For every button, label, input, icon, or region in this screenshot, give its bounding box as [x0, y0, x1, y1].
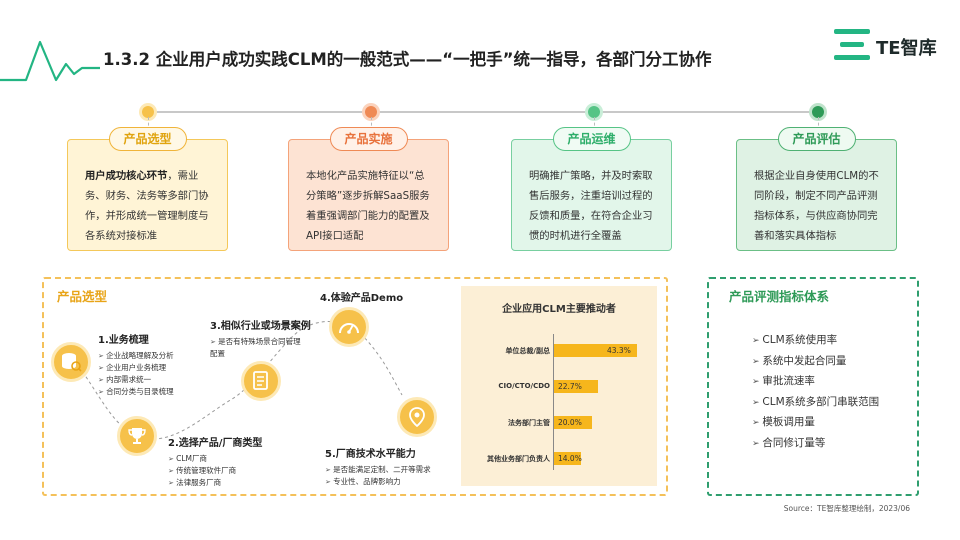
source-note: Source：TE智库整理绘制，2023/06 — [783, 504, 910, 513]
timeline-dot-4 — [812, 106, 824, 118]
selection-step-1: 1.业务梳理 企业战略理解及分析 企业用户业务梳理 内部需求统一 合同分类与目录… — [98, 331, 174, 398]
chart-bar — [554, 452, 581, 465]
step-item: CLM厂商 — [168, 453, 262, 465]
stage-card-implementation: 产品实施 本地化产品实施特征以“总分策略”逐步拆解SaaS服务着重强调部门能力的… — [288, 127, 449, 251]
selection-step-5: 5.厂商技术水平能力 是否能满足定制、二开等需求 专业性、品牌影响力 — [325, 445, 431, 488]
stage-card-operation: 产品运维 明确推广策略，并及时索取售后服务，注重培训过程的反馈和质量，在符合企业… — [511, 127, 672, 251]
speedometer-icon — [329, 307, 369, 347]
evaluation-item: CLM系统多部门串联范围 — [752, 393, 879, 414]
chart-value-label: 43.3% — [607, 346, 631, 355]
timeline-dot-2 — [365, 106, 377, 118]
evaluation-item: 审批流速率 — [752, 372, 879, 393]
stage-card-selection: 产品选型 用户成功核心环节，需业务、财务、法务等多部门协作，并形成统一管理制度与… — [67, 127, 228, 251]
timeline-dot-3 — [588, 106, 600, 118]
stage-highlight: 用户成功核心环节 — [85, 170, 168, 182]
step-item: 企业用户业务梳理 — [98, 362, 174, 374]
brand-logo: TE智库 — [834, 28, 944, 62]
selection-panel-title: 产品选型 — [57, 289, 108, 304]
chart-axis — [553, 334, 554, 470]
page-title: 1.3.2 企业用户成功实践CLM的一般范式——“一把手”统一指导，各部门分工协… — [103, 50, 712, 69]
evaluation-item: 模板调用量 — [752, 413, 879, 434]
stage-description: ，需业务、财务、法务等多部门协作，并形成统一管理制度与各系统对接标准 — [85, 170, 209, 242]
chart-value-label: 22.7% — [558, 382, 582, 391]
stage-description: 明确推广策略，并及时索取售后服务，注重培训过程的反馈和质量，在符合企业习惯的时机… — [529, 170, 653, 242]
chart-value-label: 14.0% — [558, 454, 582, 463]
database-icon — [51, 342, 91, 382]
step-title: 3.相似行业或场景案例 — [210, 321, 311, 332]
evaluation-item: CLM系统使用率 — [752, 331, 879, 352]
stage-tag: 产品选型 — [108, 127, 187, 151]
evaluation-item: 合同修订量等 — [752, 434, 879, 455]
selection-step-3: 3.相似行业或场景案例 是否有特殊场景合同管理配置 — [210, 317, 311, 359]
step-item: 传统管理软件厂商 — [168, 465, 262, 477]
location-pin-icon — [397, 397, 437, 437]
step-item: 内部需求统一 — [98, 374, 174, 386]
chart-title: 企业应用CLM主要推动者 — [502, 304, 616, 315]
evaluation-panel — [707, 277, 919, 496]
stage-card-evaluation: 产品评估 根据企业自身使用CLM的不同阶段，制定不同产品评测指标体系，与供应商协… — [736, 127, 897, 251]
trophy-icon — [117, 416, 157, 456]
chart-category-label: 其他业务部门负责人 — [487, 455, 550, 463]
step-item: 专业性、品牌影响力 — [325, 476, 431, 488]
selection-panel — [42, 277, 668, 496]
step-title: 4.体验产品Demo — [320, 293, 404, 304]
stage-tag: 产品运维 — [552, 127, 631, 151]
stage-description: 本地化产品实施特征以“总分策略”逐步拆解SaaS服务着重强调部门能力的配置及AP… — [306, 170, 430, 242]
step-item: 企业战略理解及分析 — [98, 350, 174, 362]
chart-category-label: 单位总裁/副总 — [505, 347, 550, 355]
timeline-dot-1 — [142, 106, 154, 118]
document-icon — [241, 361, 281, 401]
step-item: 是否能满足定制、二开等需求 — [325, 464, 431, 476]
process-timeline — [147, 111, 819, 113]
drivers-chart: 企业应用CLM主要推动者 单位总裁/副总 43.3% CIO/CTO/CDO 22.7… — [461, 286, 657, 486]
step-item: 是否有特殊场景合同管理配置 — [210, 336, 302, 359]
chart-category-label: 法务部门主管 — [508, 419, 550, 427]
pulse-line-icon — [0, 40, 100, 82]
logo-text: TE智库 — [876, 38, 937, 59]
selection-step-4: 4.体验产品Demo — [320, 289, 403, 304]
stage-tag: 产品评估 — [777, 127, 856, 151]
chart-bar — [554, 416, 592, 429]
step-title: 2.选择产品/厂商类型 — [168, 438, 263, 449]
step-title: 1.业务梳理 — [98, 335, 149, 346]
chart-value-label: 20.0% — [558, 418, 582, 427]
evaluation-list: CLM系统使用率 系统中发起合同量 审批流速率 CLM系统多部门串联范围 模板调… — [752, 331, 879, 454]
logo-mark-icon — [834, 28, 870, 62]
stage-description: 根据企业自身使用CLM的不同阶段，制定不同产品评测指标体系，与供应商协同完善和落… — [754, 170, 879, 242]
selection-step-2: 2.选择产品/厂商类型 CLM厂商 传统管理软件厂商 法律服务厂商 — [168, 434, 262, 489]
evaluation-panel-title: 产品评测指标体系 — [729, 289, 830, 304]
chart-bar — [554, 344, 637, 357]
stage-tag: 产品实施 — [329, 127, 408, 151]
chart-category-label: CIO/CTO/CDO — [498, 382, 550, 390]
step-title: 5.厂商技术水平能力 — [325, 449, 416, 460]
step-item: 合同分类与目录梳理 — [98, 386, 174, 398]
chart-bar — [554, 380, 598, 393]
step-item: 法律服务厂商 — [168, 477, 262, 489]
evaluation-item: 系统中发起合同量 — [752, 352, 879, 373]
